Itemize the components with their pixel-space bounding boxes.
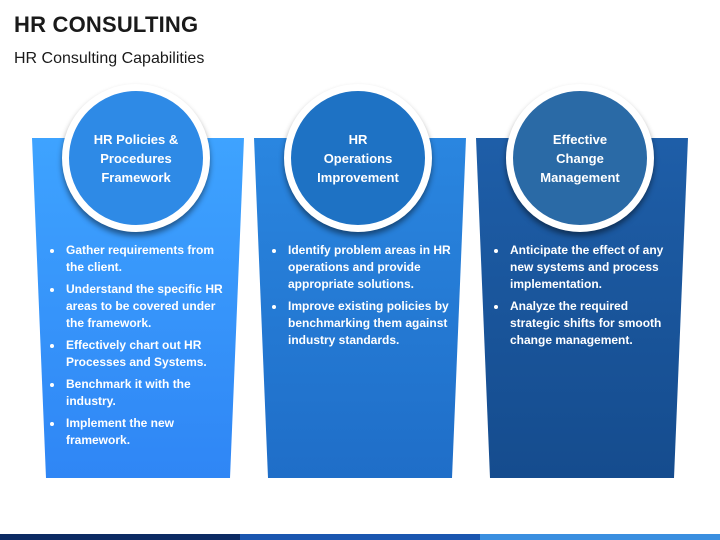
list-item: Improve existing policies by benchmarkin… xyxy=(264,298,454,349)
bottom-bar-segment xyxy=(480,534,720,540)
list-item: Anticipate the effect of any new systems… xyxy=(486,242,676,293)
bottom-bar-segment xyxy=(0,534,240,540)
list-item: Analyze the required strategic shifts fo… xyxy=(486,298,676,349)
card-background xyxy=(32,138,244,478)
bottom-bar-segment xyxy=(240,534,480,540)
list-item: Gather requirements from the client. xyxy=(42,242,232,276)
card-bullet-list: Gather requirements from the client. Und… xyxy=(42,242,232,454)
list-item: Understand the specific HR areas to be c… xyxy=(42,281,232,332)
page-subtitle: HR Consulting Capabilities xyxy=(14,50,205,67)
capability-card-hr-policies: HR Policies & Procedures Framework Gathe… xyxy=(32,84,244,478)
card-background xyxy=(476,138,688,478)
card-heading-circle: HR Operations Improvement xyxy=(284,84,432,232)
page-title: HR CONSULTING xyxy=(14,12,199,37)
card-heading-circle: Effective Change Management xyxy=(506,84,654,232)
capability-card-hr-operations: HR Operations Improvement Identify probl… xyxy=(254,84,466,478)
card-bullet-list: Anticipate the effect of any new systems… xyxy=(486,242,676,354)
card-bullet-list: Identify problem areas in HR operations … xyxy=(264,242,454,354)
capability-card-change-management: Effective Change Management Anticipate t… xyxy=(476,84,688,478)
list-item: Implement the new framework. xyxy=(42,415,232,449)
list-item: Identify problem areas in HR operations … xyxy=(264,242,454,293)
card-heading: HR Policies & Procedures Framework xyxy=(93,131,179,185)
bottom-accent-bar xyxy=(0,534,720,540)
card-heading: Effective Change Management xyxy=(540,131,620,185)
card-heading: HR Operations Improvement xyxy=(317,131,399,185)
list-item: Benchmark it with the industry. xyxy=(42,376,232,410)
card-background xyxy=(254,138,466,478)
list-item: Effectively chart out HR Processes and S… xyxy=(42,337,232,371)
card-heading-circle: HR Policies & Procedures Framework xyxy=(62,84,210,232)
